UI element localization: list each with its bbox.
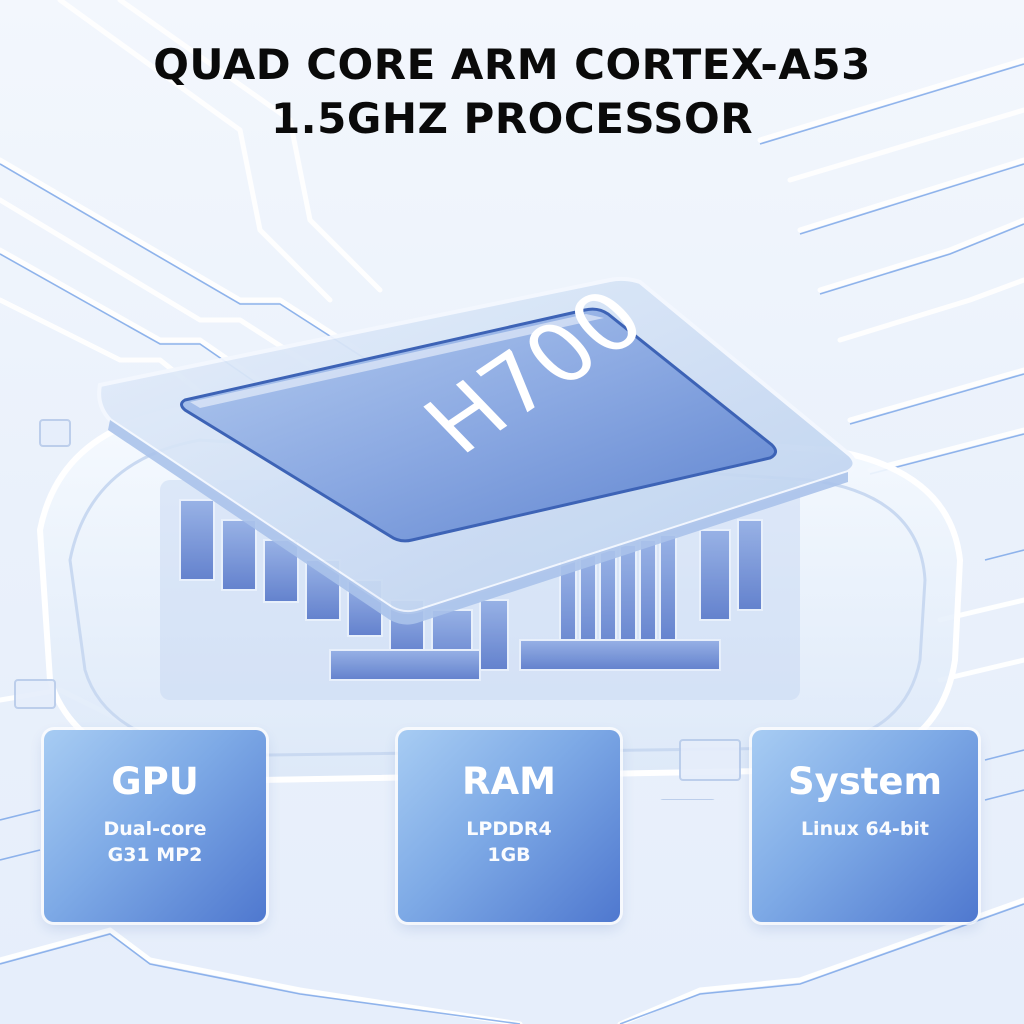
spec-card-system: System Linux 64-bit — [752, 730, 978, 922]
spec-card-ram: RAM LPDDR4 1GB — [398, 730, 620, 922]
spec-card-gpu: GPU Dual-core G31 MP2 — [44, 730, 266, 922]
spec-card-line-1: Dual-core — [103, 818, 207, 840]
spec-card-line-1: Linux 64-bit — [800, 818, 930, 840]
chip-die — [180, 307, 777, 543]
headline: QUAD CORE ARM CORTEX-A53 1.5GHZ PROCESSO… — [0, 38, 1024, 146]
spec-card-line-1: LPDDR4 — [466, 818, 552, 840]
spec-card-line-2: 1GB — [487, 844, 531, 866]
spec-card-title: System — [787, 760, 943, 803]
spec-card-line-2: G31 MP2 — [107, 844, 203, 866]
processor-chip-icon: H700 — [14, 272, 964, 800]
spec-card-title: RAM — [462, 760, 556, 803]
headline-line-2: 1.5GHZ PROCESSOR — [270, 94, 754, 143]
spec-card-title: GPU — [111, 760, 199, 803]
headline-line-1: QUAD CORE ARM CORTEX-A53 — [153, 40, 871, 89]
